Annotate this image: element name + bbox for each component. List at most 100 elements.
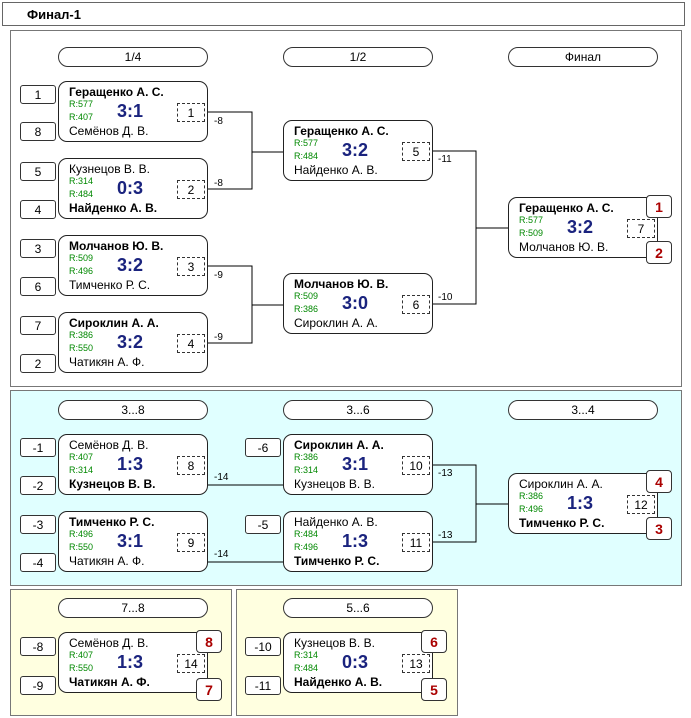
loser-destination: -8 bbox=[214, 178, 223, 189]
seed-box: -10 bbox=[245, 637, 281, 656]
match-number: 14 bbox=[177, 654, 205, 673]
page-title: Финал-1 bbox=[27, 7, 81, 22]
seed-box: -5 bbox=[245, 515, 281, 534]
player-bottom: Кузнецов В. В. bbox=[294, 477, 375, 491]
player-bottom: Тимченко Р. С. bbox=[519, 516, 605, 530]
place-badge: 7 bbox=[196, 678, 222, 701]
rating-top: R:577 bbox=[294, 138, 319, 148]
seed-box: -1 bbox=[20, 438, 56, 457]
match-score: 3:1 bbox=[342, 454, 369, 474]
seed-box: -2 bbox=[20, 476, 56, 495]
loser-destination: -14 bbox=[214, 472, 229, 483]
place-badge: 6 bbox=[421, 630, 447, 653]
rating-bottom: R:496 bbox=[519, 504, 544, 514]
seed-box: -11 bbox=[245, 676, 281, 695]
player-top: Сироклин А. А. bbox=[69, 316, 159, 330]
player-top: Геращенко А. С. bbox=[519, 201, 614, 215]
loser-destination: -10 bbox=[438, 292, 453, 303]
loser-destination: -8 bbox=[214, 116, 223, 127]
rating-bottom: R:314 bbox=[69, 465, 94, 475]
player-bottom: Семёнов Д. В. bbox=[69, 124, 149, 138]
player-bottom: Тимченко Р. С. bbox=[294, 554, 380, 568]
stage-label-3-8: 3...8 bbox=[58, 400, 208, 420]
rating-bottom: R:496 bbox=[69, 266, 94, 276]
match-score: 1:3 bbox=[342, 531, 369, 551]
player-bottom: Чатикян А. Ф. bbox=[69, 355, 145, 369]
rating-top: R:509 bbox=[294, 291, 319, 301]
player-top: Сироклин А. А. bbox=[519, 477, 603, 491]
rating-bottom: R:496 bbox=[294, 542, 319, 552]
player-top: Молчанов Ю. В. bbox=[69, 239, 164, 253]
loser-destination: -9 bbox=[214, 270, 223, 281]
place-badge: 1 bbox=[646, 195, 672, 218]
match-number: 2 bbox=[177, 180, 205, 199]
match-score: 3:2 bbox=[117, 255, 144, 275]
player-bottom: Чатикян А. Ф. bbox=[69, 675, 150, 689]
match-score: 1:3 bbox=[117, 454, 144, 474]
player-top: Семёнов Д. В. bbox=[69, 438, 149, 452]
player-bottom: Молчанов Ю. В. bbox=[519, 240, 609, 254]
place-badge: 2 bbox=[646, 241, 672, 264]
seed-box: 3 bbox=[20, 239, 56, 258]
rating-top: R:386 bbox=[69, 330, 94, 340]
player-bottom: Тимченко Р. С. bbox=[69, 278, 151, 292]
place-badge: 8 bbox=[196, 630, 222, 653]
match-number: 1 bbox=[177, 103, 205, 122]
rating-top: R:386 bbox=[294, 452, 319, 462]
match-number: 9 bbox=[177, 533, 205, 552]
player-bottom: Сироклин А. А. bbox=[294, 316, 378, 330]
place-badge: 3 bbox=[646, 517, 672, 540]
rating-bottom: R:314 bbox=[294, 465, 319, 475]
match-number: 6 bbox=[402, 295, 430, 314]
player-top: Кузнецов В. В. bbox=[294, 636, 375, 650]
place-badge: 4 bbox=[646, 470, 672, 493]
seed-box: -9 bbox=[20, 676, 56, 695]
rating-top: R:484 bbox=[294, 529, 319, 539]
match-score: 0:3 bbox=[342, 652, 369, 672]
player-top: Семёнов Д. В. bbox=[69, 636, 149, 650]
player-top: Кузнецов В. В. bbox=[69, 162, 150, 176]
stage-label-final: Финал bbox=[508, 47, 658, 67]
player-bottom: Кузнецов В. В. bbox=[69, 477, 156, 491]
seed-box: 8 bbox=[20, 122, 56, 141]
match-score: 3:2 bbox=[567, 217, 594, 237]
loser-destination: -14 bbox=[214, 549, 229, 560]
match-number: 7 bbox=[627, 219, 655, 238]
player-bottom: Найденко А. В. bbox=[294, 675, 383, 689]
stage-label-5-6: 5...6 bbox=[283, 598, 433, 618]
stage-label-7-8: 7...8 bbox=[58, 598, 208, 618]
player-bottom: Найденко А. В. bbox=[69, 201, 158, 215]
seed-box: -6 bbox=[245, 438, 281, 457]
match-score: 0:3 bbox=[117, 178, 144, 198]
player-top: Молчанов Ю. В. bbox=[294, 277, 389, 291]
rating-bottom: R:407 bbox=[69, 112, 94, 122]
match-number: 5 bbox=[402, 142, 430, 161]
seed-box: 4 bbox=[20, 200, 56, 219]
match-number: 13 bbox=[402, 654, 430, 673]
loser-destination: -9 bbox=[214, 332, 223, 343]
match-number: 12 bbox=[627, 495, 655, 514]
player-bottom: Чатикян А. Ф. bbox=[69, 554, 145, 568]
rating-top: R:577 bbox=[519, 215, 544, 225]
rating-bottom: R:386 bbox=[294, 304, 319, 314]
rating-top: R:509 bbox=[69, 253, 94, 263]
seed-box: 5 bbox=[20, 162, 56, 181]
match-score: 3:1 bbox=[117, 531, 144, 551]
seed-box: -4 bbox=[20, 553, 56, 572]
player-top: Геращенко А. С. bbox=[294, 124, 389, 138]
seed-box: 6 bbox=[20, 277, 56, 296]
player-top: Геращенко А. С. bbox=[69, 85, 164, 99]
match-number: 8 bbox=[177, 456, 205, 475]
